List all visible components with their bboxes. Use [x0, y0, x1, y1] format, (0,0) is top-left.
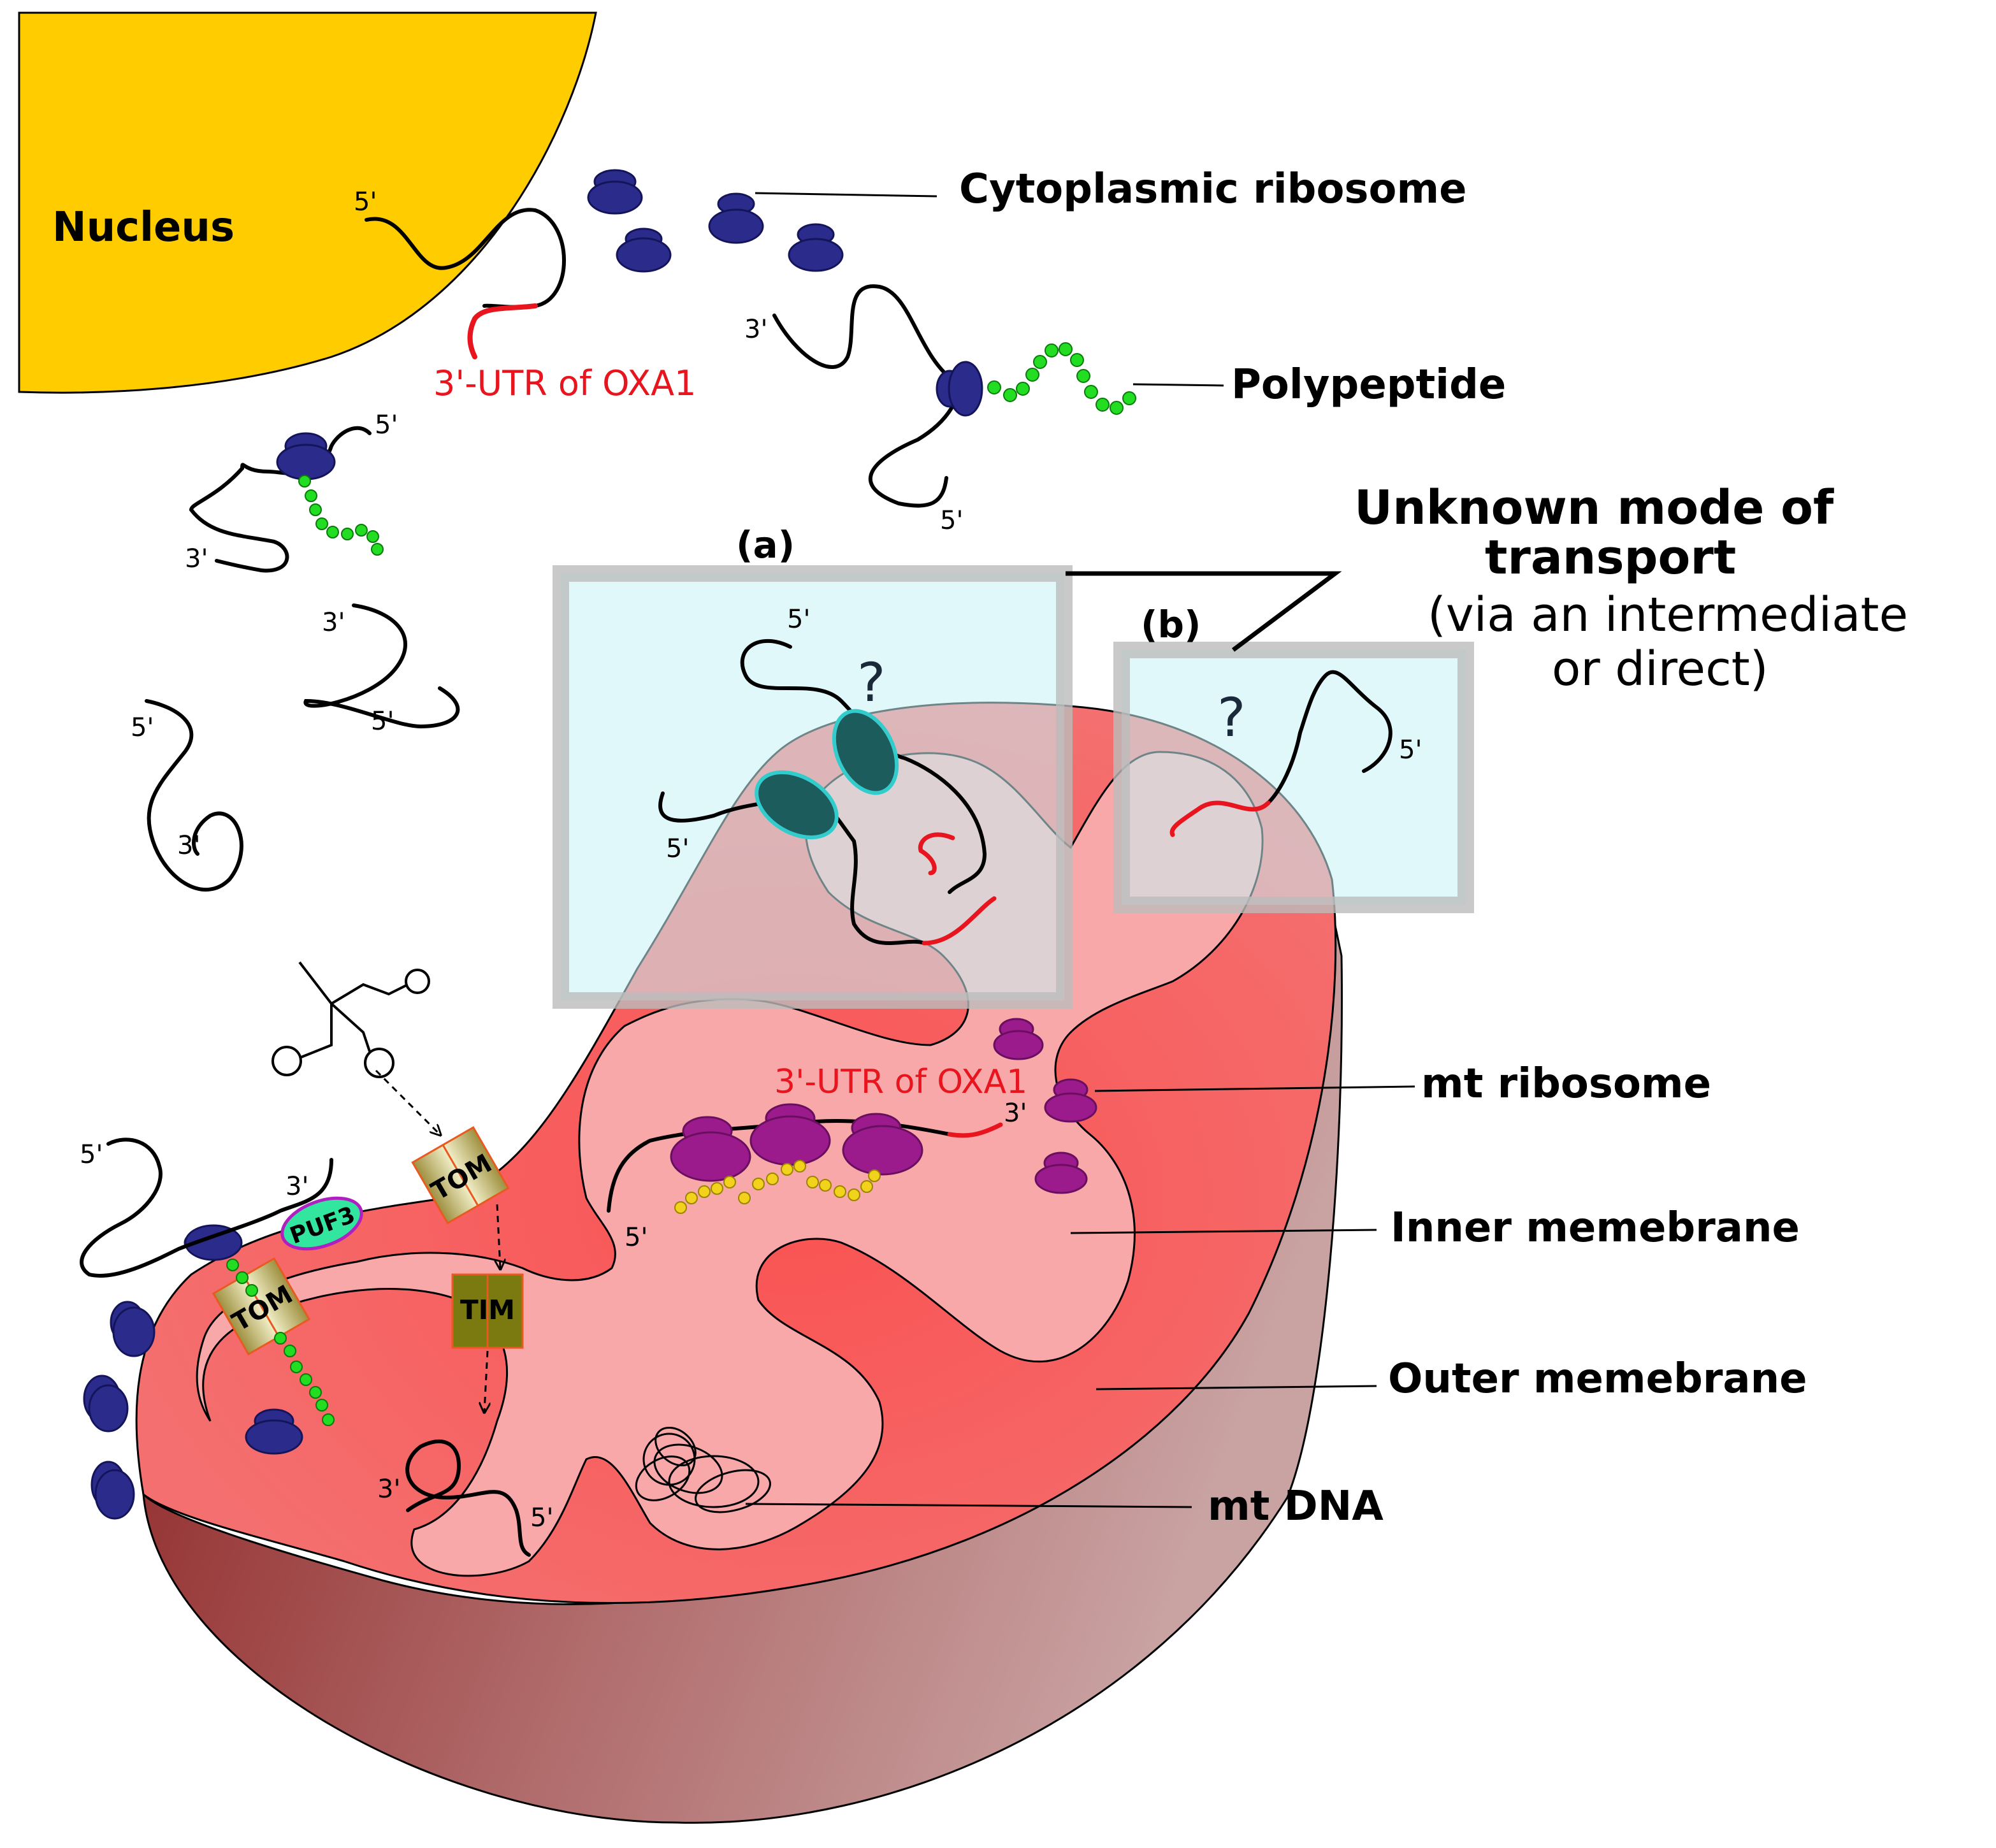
panel-b-mrna	[1266, 670, 1392, 805]
panel-b-question-mark: ?	[1217, 686, 1246, 749]
end-3-2: 3'	[185, 544, 208, 574]
unknown-transport-line1: Unknown mode of	[1354, 480, 1834, 535]
end-5-4: 5'	[371, 707, 394, 736]
nucleus-shape	[18, 11, 597, 394]
panel-a-question-mark: ?	[857, 651, 886, 714]
leader-mt-dna	[745, 1503, 1192, 1508]
end-5-3: 5'	[375, 410, 398, 440]
mt-ribosome-free-2	[1044, 1078, 1097, 1123]
unknown-transport-line2: transport	[1485, 530, 1736, 585]
panel-a-utr-tails	[918, 832, 997, 946]
utr-red-tail-top	[467, 303, 538, 359]
trna-cloverleaf	[271, 961, 430, 1078]
polypeptide-left	[298, 475, 384, 556]
end-5-10: 5'	[80, 1140, 103, 1169]
end-5-8: 5'	[1399, 735, 1422, 765]
leader-cytoplasmic-ribosome	[755, 192, 937, 198]
inner-membrane-label: Inner memebrane	[1391, 1204, 1800, 1252]
tim-label: TIM	[460, 1294, 515, 1325]
mt-ribosome-label: mt ribosome	[1421, 1060, 1711, 1108]
mrna-top-right	[772, 284, 960, 508]
ribosome-translating-top	[936, 361, 983, 417]
panel-b-box	[1113, 642, 1474, 913]
unknown-transport-line3: (via an intermediate	[1428, 588, 1908, 642]
mt-mrna-utr	[947, 1122, 1003, 1138]
panel-b-utr-tail	[1169, 800, 1271, 837]
tom-complex-right: TOM	[411, 1126, 510, 1225]
polypeptide-top	[987, 342, 1136, 415]
end-5-6: 5'	[787, 605, 810, 634]
ribosome-membrane-3	[83, 1375, 129, 1433]
end-5-5: 5'	[131, 713, 154, 742]
nucleus-label: Nucleus	[52, 204, 235, 251]
end-3-3: 3'	[322, 608, 345, 637]
tim-complex: TIM	[451, 1273, 524, 1349]
mrna-mid-left	[189, 426, 372, 573]
end-3-4: 3'	[177, 831, 200, 860]
end-3-1: 3'	[744, 315, 767, 344]
leader-polypeptide	[1132, 383, 1224, 387]
mt-ribosome-3	[842, 1113, 923, 1176]
receptor-1	[832, 709, 899, 795]
ribosome-membrane-4	[90, 1461, 135, 1520]
outer-membrane-side	[142, 879, 1343, 1824]
end-3-6: 3'	[286, 1172, 308, 1201]
mrna-free-2	[145, 699, 243, 892]
ribosome-cyto-1	[587, 169, 643, 215]
trna-import-arrow	[375, 1069, 440, 1134]
utr-label-inner: 3'-UTR of OXA1	[774, 1063, 1027, 1101]
leader-mt-ribosome	[1094, 1085, 1415, 1092]
mt-dna-label: mt DNA	[1208, 1483, 1384, 1530]
cytoplasmic-ribosome-label: Cytoplasmic ribosome	[959, 166, 1467, 213]
end-5-1: 5'	[354, 187, 377, 217]
mt-polypeptides	[674, 1160, 881, 1214]
mrna-free-1	[303, 603, 460, 729]
puf3-protein	[280, 1196, 363, 1251]
unknown-transport-bracket	[1066, 571, 1342, 652]
utr-label-top: 3'-UTR of OXA1	[433, 363, 696, 403]
polypeptide-membrane	[226, 1259, 335, 1426]
end-3-7: 3'	[377, 1475, 400, 1504]
ribosome-cyto-2	[708, 192, 764, 244]
panel-b-label: (b)	[1141, 603, 1201, 646]
unknown-transport-line4: or direct)	[1552, 642, 1768, 697]
end-5-9: 5'	[625, 1223, 647, 1252]
cytoplasmic-ribosomes	[83, 169, 983, 1520]
leader-outer-membrane	[1096, 1385, 1377, 1390]
end-labels: 5' 3' 5' 5' 3' 3' 5' 5' 3' 5' 5' 5' 3' 5…	[80, 187, 1422, 1533]
ribosome-cyto-3	[616, 227, 672, 273]
imported-mrna-matrix	[405, 1439, 531, 1557]
panel-a-label: (a)	[736, 523, 795, 567]
membrane-mrna	[80, 1137, 333, 1278]
mt-ribosome-1	[670, 1116, 751, 1182]
ribosome-translating-left	[276, 432, 336, 480]
polypeptide-label: Polypeptide	[1231, 361, 1506, 408]
ribosome-membrane-2	[110, 1301, 155, 1357]
mt-ribosome-free-3	[1034, 1151, 1088, 1194]
mt-ribosome-free-1	[993, 1018, 1044, 1060]
receptor-2	[755, 770, 839, 840]
end-5-2: 5'	[940, 506, 963, 535]
end-5-7: 5'	[666, 834, 689, 863]
end-3-5: 3'	[1004, 1099, 1027, 1128]
panel-a-receptors	[755, 709, 899, 840]
tim-to-matrix-arrow	[484, 1350, 488, 1411]
outer-membrane-label: Outer memebrane	[1388, 1355, 1807, 1403]
mt-dna-tangle	[635, 1426, 771, 1513]
leader-inner-membrane	[1070, 1229, 1377, 1234]
ribosome-cyto-4	[788, 223, 844, 272]
ribosome-matrix	[245, 1408, 303, 1455]
mt-ribosomes	[670, 1018, 1097, 1194]
end-5-11: 5'	[530, 1503, 553, 1533]
